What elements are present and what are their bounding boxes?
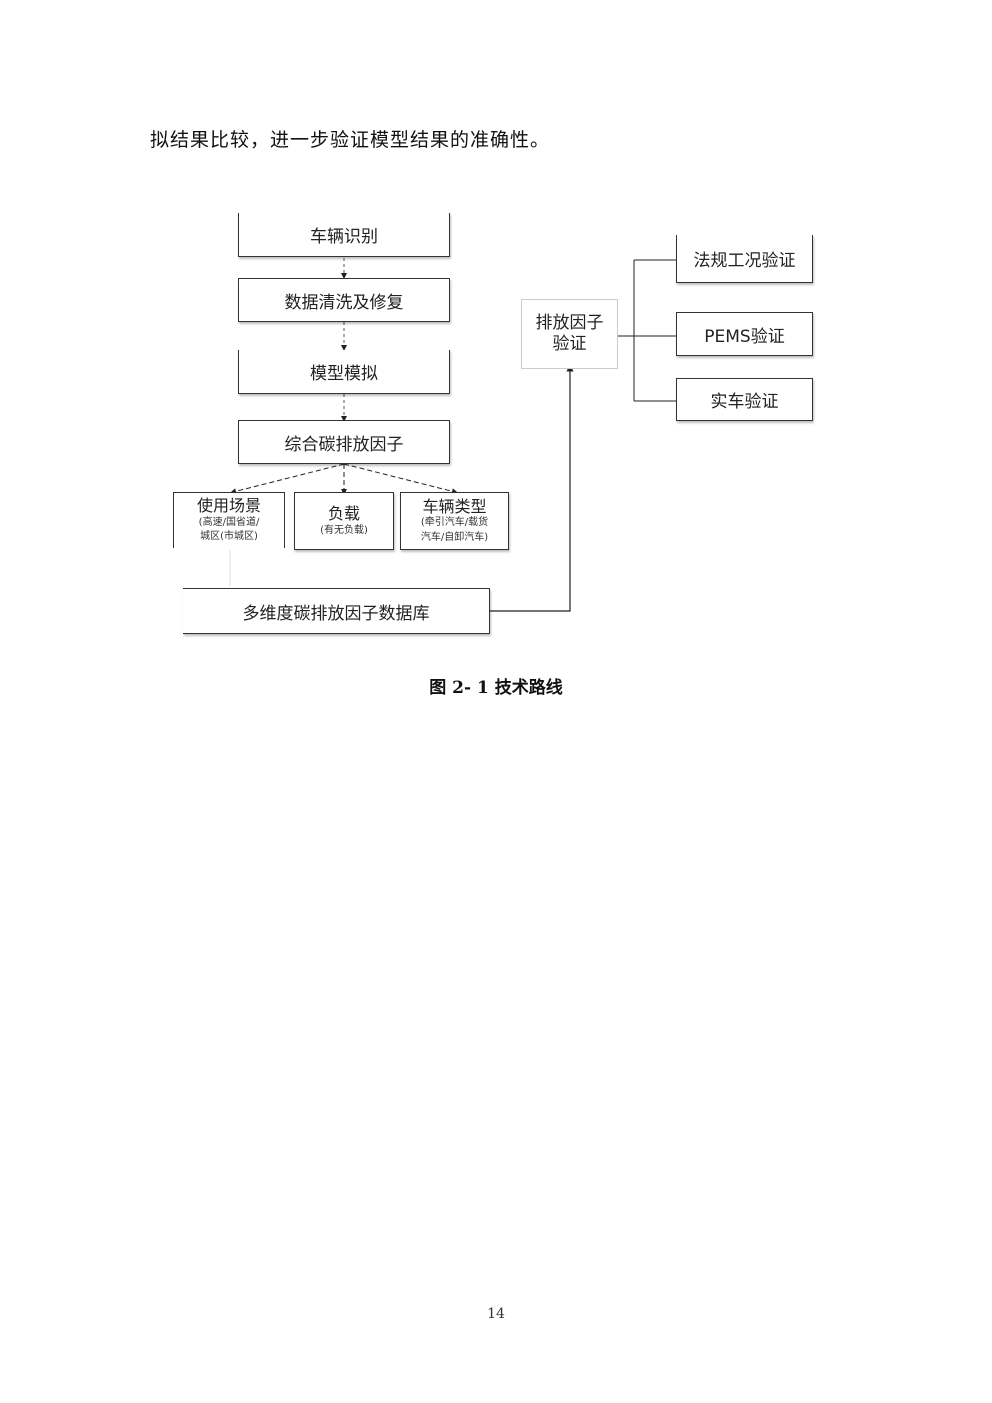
flow-step-vehicle-identification: 车辆识别 bbox=[238, 213, 450, 257]
verify-item-label: PEMS验证 bbox=[704, 326, 785, 347]
flow-node-emission-verification: 排放因子 验证 bbox=[521, 299, 618, 369]
verification-line: 排放因子 bbox=[535, 312, 604, 333]
flow-step-composite-emission-factor: 综合碳排放因子 bbox=[238, 420, 450, 464]
verify-item-label: 实车验证 bbox=[710, 392, 779, 412]
flow-step-label: 车辆识别 bbox=[310, 227, 378, 247]
flow-step-label: 模型模拟 bbox=[310, 364, 378, 384]
vehicle-type-detail: 汽车/自卸汽车) bbox=[420, 531, 489, 543]
verify-item-pems: PEMS验证 bbox=[676, 312, 813, 356]
usage-scenario-title: 使用场景 bbox=[196, 496, 261, 516]
database-label: 多维度碳排放因子数据库 bbox=[242, 603, 430, 624]
flow-node-vehicle-type: 车辆类型 (牵引汽车/载货 汽车/自卸汽车) bbox=[400, 492, 509, 550]
figure-caption: 图 2- 1 技术路线 bbox=[429, 678, 563, 698]
vehicle-type-detail: (牵引汽车/载货 bbox=[420, 517, 489, 529]
flow-step-label: 数据清洗及修复 bbox=[284, 292, 404, 313]
body-paragraph: 拟结果比较，进一步验证模型结果的准确性。 bbox=[150, 129, 551, 151]
flow-node-usage-scenario: 使用场景 (高速/国省道/ 城区(市城区) bbox=[173, 492, 285, 548]
usage-scenario-detail: 城区(市城区) bbox=[200, 531, 258, 543]
flow-step-label: 综合碳排放因子 bbox=[284, 434, 404, 455]
flow-step-data-cleaning: 数据清洗及修复 bbox=[238, 278, 450, 322]
load-title: 负载 bbox=[327, 503, 360, 523]
flow-step-model-simulation: 模型模拟 bbox=[238, 350, 450, 394]
flow-node-load: 负载 (有无负载) bbox=[294, 492, 394, 550]
load-detail: (有无负载) bbox=[320, 524, 368, 536]
page-number: 14 bbox=[487, 1306, 505, 1322]
vehicle-type-title: 车辆类型 bbox=[422, 496, 487, 516]
verify-item-regulatory-cycle: 法规工况验证 bbox=[676, 235, 813, 283]
verify-item-real-vehicle: 实车验证 bbox=[676, 378, 813, 421]
verify-item-label: 法规工况验证 bbox=[693, 251, 796, 271]
verification-line: 验证 bbox=[552, 334, 587, 354]
usage-scenario-detail: (高速/国省道/ bbox=[198, 516, 260, 528]
flow-node-database: 多维度碳排放因子数据库 bbox=[183, 588, 490, 634]
